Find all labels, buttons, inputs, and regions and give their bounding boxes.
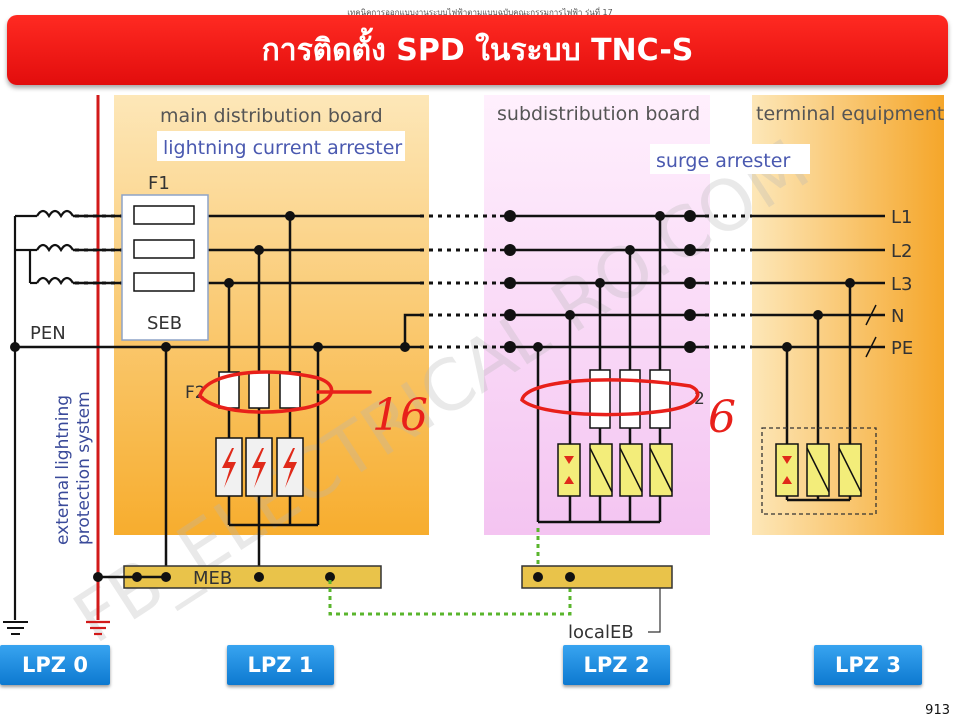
zone-label-terminal: terminal equipment	[756, 103, 944, 125]
neutral-branch	[403, 313, 420, 347]
equipotential-link	[328, 580, 572, 616]
meb-junctions	[93, 572, 335, 582]
title-banner: การติดตั้ง SPD ในระบบ TNC-S	[7, 15, 948, 85]
terminal-labels: L1 L2 L3 N PE	[891, 207, 913, 359]
surge-arresters-sub	[557, 443, 673, 497]
lpz-1-label: LPZ 1	[227, 645, 334, 685]
f1-label: F1	[148, 173, 170, 194]
handwritten-loop-left	[198, 370, 372, 414]
pen-label: PEN	[30, 323, 66, 344]
local-eb-leader	[648, 588, 661, 633]
terminal-switch-marks	[865, 304, 877, 358]
top-caption: เทคนิคการออกแบบงานระบบไฟฟ้าตามแบบฉบับคณะ…	[347, 8, 613, 17]
transformer-coils	[13, 209, 74, 620]
external-lps-label-1: external lightning	[53, 395, 73, 545]
label-pe: PE	[891, 338, 913, 359]
terminal-spd-frame	[761, 427, 877, 515]
seb-label: SEB	[147, 313, 182, 334]
surge-arrester-label: surge arrester	[656, 150, 790, 172]
arrester-label-box	[157, 131, 405, 161]
lpz-2-label: LPZ 2	[563, 645, 670, 685]
earth-symbol-red	[86, 620, 110, 636]
lightning-arrester-label: lightning current arrester	[163, 137, 402, 159]
lpz-0-label: LPZ 0	[0, 645, 110, 685]
fuses-f2	[218, 371, 301, 409]
fuse-f1-l3	[133, 272, 195, 292]
sub-fuse-label: 2	[694, 389, 705, 409]
handwritten-value-16: 16	[372, 390, 428, 441]
sub-terminals	[504, 210, 696, 353]
handwritten-loop-right	[520, 378, 700, 417]
terminal-junctions	[782, 278, 855, 352]
terminal-spds	[775, 443, 862, 497]
lpz-3-label: LPZ 3	[814, 645, 922, 685]
local-eb-bar	[521, 565, 673, 589]
label-l3: L3	[891, 274, 912, 295]
fuse-f1-l2	[133, 239, 195, 259]
label-n: N	[891, 306, 904, 327]
handwritten-value-6: 6	[708, 392, 736, 443]
page-title: การติดตั้ง SPD ในระบบ TNC-S	[261, 32, 694, 68]
local-eb-junctions	[533, 572, 575, 582]
local-eb-label: localEB	[568, 622, 634, 643]
external-lps-label-2: protection system	[74, 391, 94, 545]
label-l2: L2	[891, 241, 912, 262]
surge-label-box	[650, 144, 810, 174]
label-l1: L1	[891, 207, 912, 228]
lightning-arresters	[215, 437, 304, 497]
page-number: 913	[925, 703, 950, 718]
fuse-f1-l1	[133, 205, 195, 225]
sub-junctions	[533, 211, 665, 352]
main-junctions	[10, 211, 410, 352]
conductor-gaps	[75, 214, 752, 349]
meb-label: MEB	[193, 568, 232, 589]
zone-label-main: main distribution board	[160, 105, 383, 127]
earth-symbol-left	[3, 621, 28, 635]
terminal-conductors	[752, 214, 885, 349]
zone-label-sub: subdistribution board	[497, 103, 700, 125]
